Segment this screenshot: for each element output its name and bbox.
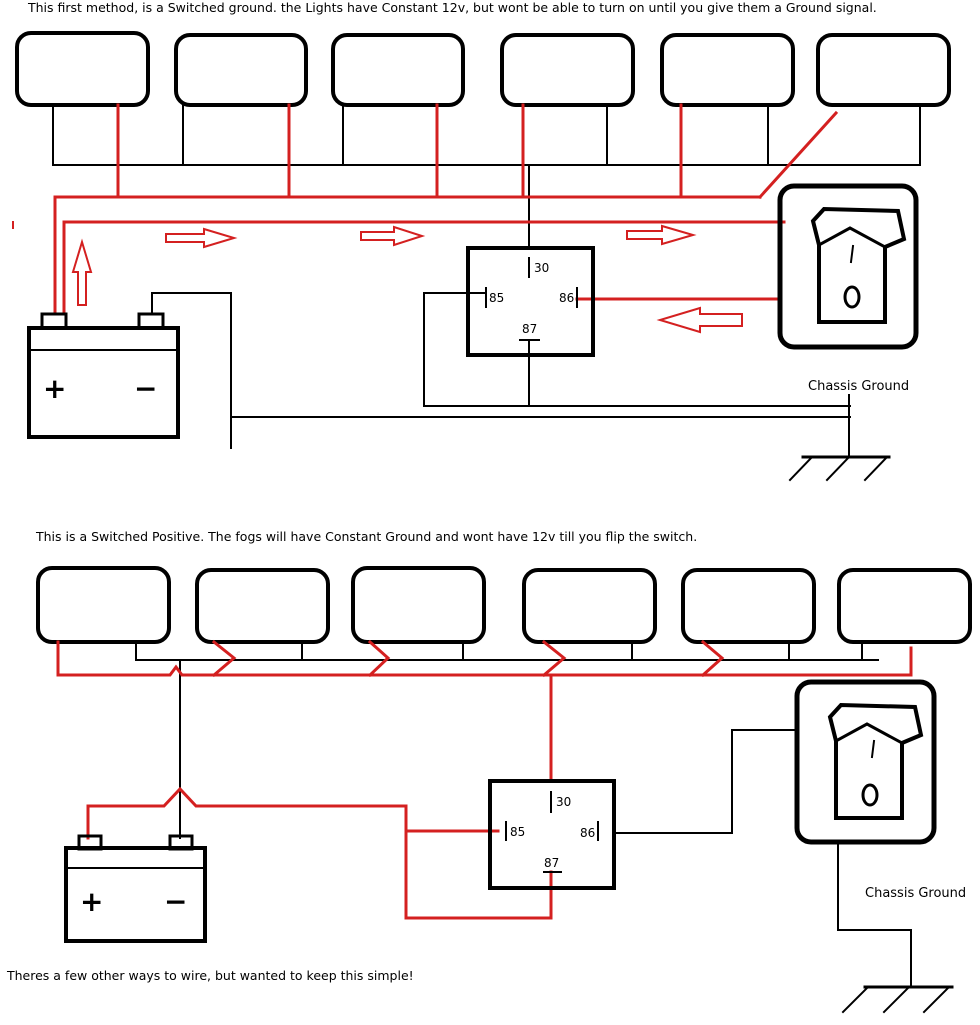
- diagram-switched-positive: + − Chassis Ground 30: [36, 566, 972, 1014]
- switch-housing: [794, 679, 937, 845]
- fog-light: [837, 568, 972, 644]
- battery-plus-symbol: +: [80, 885, 103, 918]
- switch-housing: [777, 183, 919, 350]
- arrow-right-icon: [360, 225, 426, 247]
- arrow-right-icon: [165, 227, 238, 249]
- relay-pin-30: 30: [534, 261, 549, 275]
- fog-light: [660, 33, 795, 107]
- relay-pin-30: 30: [556, 795, 571, 809]
- caption-switched-positive: This is a Switched Positive. The fogs wi…: [36, 529, 698, 544]
- ground-bus-1: [52, 104, 921, 249]
- current-arrows-1: [71, 224, 743, 334]
- switch-rocker: [810, 206, 907, 324]
- fog-light: [174, 33, 308, 107]
- chassis-ground-label: Chassis Ground: [865, 886, 966, 901]
- relay-pin-87: 87: [522, 322, 537, 336]
- battery-terminal-positive: [40, 312, 68, 330]
- chassis-ground-label: Chassis Ground: [808, 379, 909, 394]
- battery-2: + −: [64, 834, 207, 943]
- battery-body: [27, 326, 180, 439]
- battery-1: + −: [27, 312, 180, 439]
- relay-pin-85: 85: [510, 825, 525, 839]
- caption-switched-ground: This first method, is a Switched ground.…: [28, 0, 877, 15]
- fog-lights-row-2: [36, 566, 972, 644]
- relay-pin-86: 86: [580, 826, 595, 840]
- ground-wiring-1: [151, 292, 891, 482]
- fog-light: [522, 568, 657, 644]
- relay-2: 30 85 86 87: [488, 779, 616, 890]
- diagram-switched-ground: + − Chassis Ground: [12, 31, 951, 482]
- relay-pin-86: 86: [559, 291, 574, 305]
- arrow-up-icon: [71, 238, 93, 306]
- ground-wiring-2: [613, 729, 954, 1014]
- fog-light: [331, 33, 465, 107]
- battery-terminal-negative: [137, 312, 165, 330]
- battery-body: [64, 846, 207, 943]
- relay-body: [488, 779, 616, 890]
- fog-light: [816, 33, 951, 107]
- battery-minus-symbol: −: [134, 372, 157, 405]
- relay-pin-85: 85: [489, 291, 504, 305]
- relay-1: 30 85 86 87: [466, 246, 595, 357]
- relay-pin-87: 87: [544, 856, 559, 870]
- arrow-right-icon: [626, 224, 697, 246]
- fog-light: [15, 31, 150, 107]
- ground-bus-2: [135, 641, 879, 839]
- positive-bus-1: [53, 103, 839, 315]
- arrow-left-icon: [656, 306, 743, 334]
- fog-lights-row-1: [15, 31, 951, 107]
- switch-indicator-icon: [861, 783, 879, 807]
- fog-light: [195, 568, 330, 644]
- fog-light: [351, 566, 486, 644]
- relay-body: [466, 246, 595, 357]
- fog-light: [681, 568, 816, 644]
- battery-plus-symbol: +: [43, 372, 66, 405]
- caption-footer: Theres a few other ways to wire, but wan…: [7, 968, 414, 983]
- rocker-switch-2: [794, 679, 937, 845]
- rocker-switch-1: [777, 183, 919, 350]
- positive-bus-2: [56, 639, 913, 920]
- fog-light: [500, 33, 635, 107]
- fog-light: [36, 566, 171, 644]
- battery-minus-symbol: −: [164, 885, 187, 918]
- switch-indicator-icon: [843, 285, 861, 309]
